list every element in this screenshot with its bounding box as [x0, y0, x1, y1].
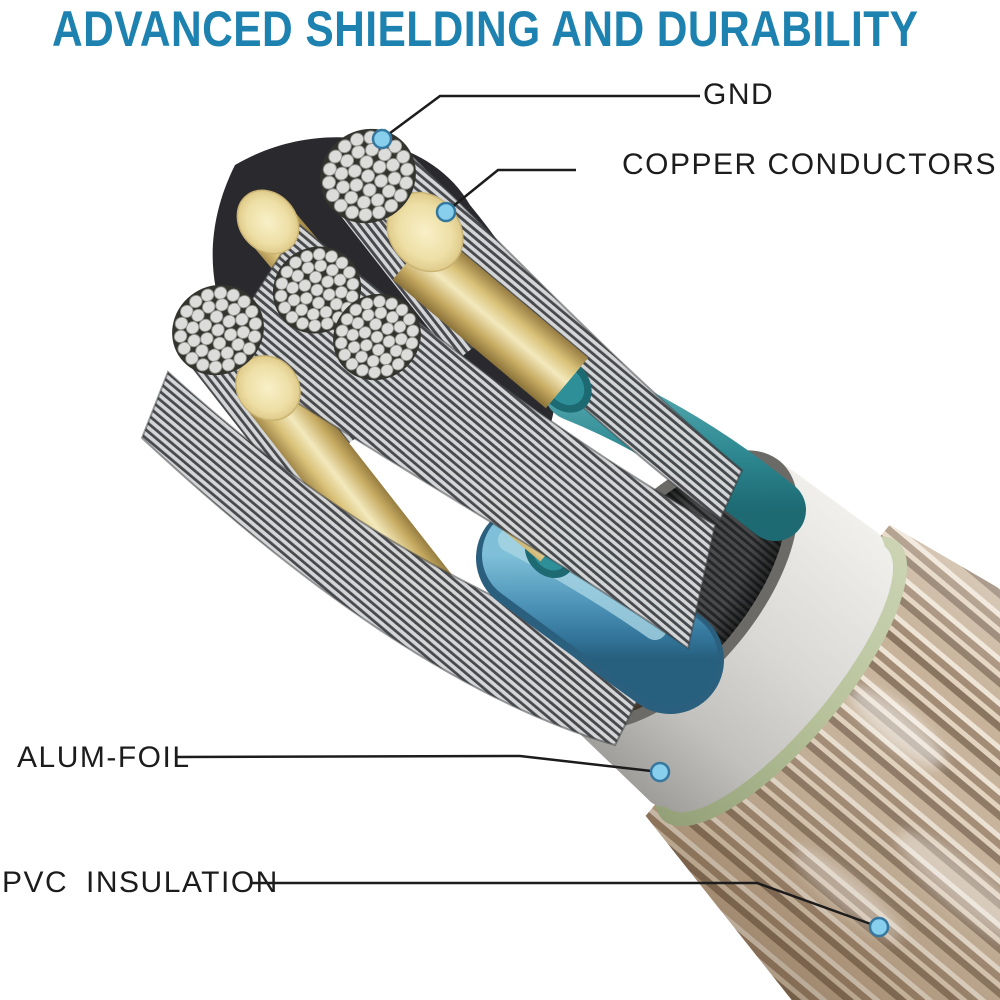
callout-dot-pvc: [868, 916, 890, 938]
copper-conductor-face: [236, 189, 300, 255]
label-gnd: GND: [703, 78, 775, 111]
braid-ribbon-lower: [140, 370, 657, 747]
pvc-jacket-shading: [645, 524, 1000, 1000]
callout-dots: [371, 128, 890, 938]
callout-line-pvc: [250, 881, 880, 929]
callout-dot-gnd: [371, 128, 393, 150]
jacket-sparkles: [793, 685, 1000, 951]
callout-dot-alum-foil: [649, 761, 671, 783]
callout-dot-copper: [435, 201, 457, 223]
callout-line-gnd: [381, 94, 700, 141]
callout-line-alum-foil: [175, 754, 661, 774]
copper-conductor-shaft: [392, 229, 589, 409]
alum-foil-bulge: [642, 527, 886, 808]
page-title: ADVANCED SHIELDING AND DURABILITY: [52, 1, 919, 57]
label-pvc-insulation: PVC INSULATION: [2, 866, 279, 899]
label-alum-foil: ALUM-FOIL: [17, 741, 191, 774]
callout-lines: [175, 94, 880, 929]
label-copper-conductors: COPPER CONDUCTORS: [622, 148, 997, 181]
callout-line-copper: [445, 168, 576, 213]
